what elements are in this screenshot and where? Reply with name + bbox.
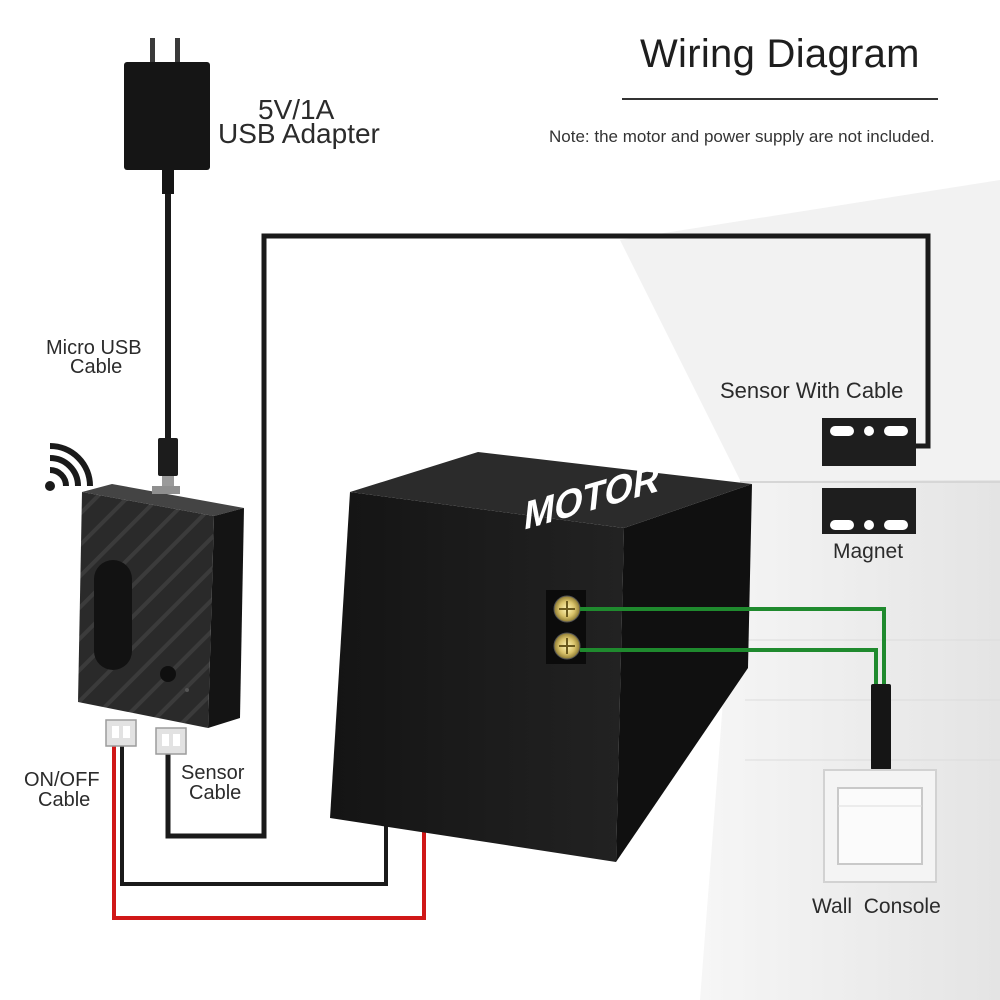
wall-console-label: Wall Console xyxy=(812,895,941,918)
wifi-icon xyxy=(45,443,93,491)
magnet-label: Magnet xyxy=(833,540,904,563)
wall-switch-icon xyxy=(823,684,937,883)
terminal-block xyxy=(546,590,586,664)
motor-unit: MOTOR xyxy=(330,452,752,862)
sensor-connector xyxy=(155,727,187,755)
page-title: Wiring Diagram xyxy=(640,32,920,76)
usb-cable-label-line2: Cable xyxy=(70,356,123,378)
magnet-block-icon xyxy=(822,488,916,534)
note-text: Note: the motor and power supply are not… xyxy=(549,127,935,146)
onoff-connector xyxy=(105,719,137,747)
usb-cable-label-line1: Micro USB xyxy=(46,337,142,359)
garage-controller-device xyxy=(78,484,244,728)
adapter-label-rating: 5V/1A xyxy=(258,94,335,125)
sensor-cable-label-line2: Cable xyxy=(189,782,242,804)
sensor-wire xyxy=(165,233,931,839)
sensor-with-cable-label: Sensor With Cable xyxy=(720,378,904,403)
adapter-label-name: USB Adapter xyxy=(218,118,380,149)
console-wire-green-2 xyxy=(580,648,878,690)
micro-usb-cable xyxy=(158,194,178,490)
onoff-cable-label-line2: Cable xyxy=(38,789,91,811)
door-sensor-icon xyxy=(822,418,916,466)
console-wire-green-1 xyxy=(580,607,886,690)
sensor-cable-label-line1: Sensor xyxy=(181,762,245,784)
usb-adapter-icon xyxy=(124,38,210,194)
onoff-cable-label-line1: ON/OFF xyxy=(24,769,100,791)
title-divider xyxy=(622,98,938,100)
